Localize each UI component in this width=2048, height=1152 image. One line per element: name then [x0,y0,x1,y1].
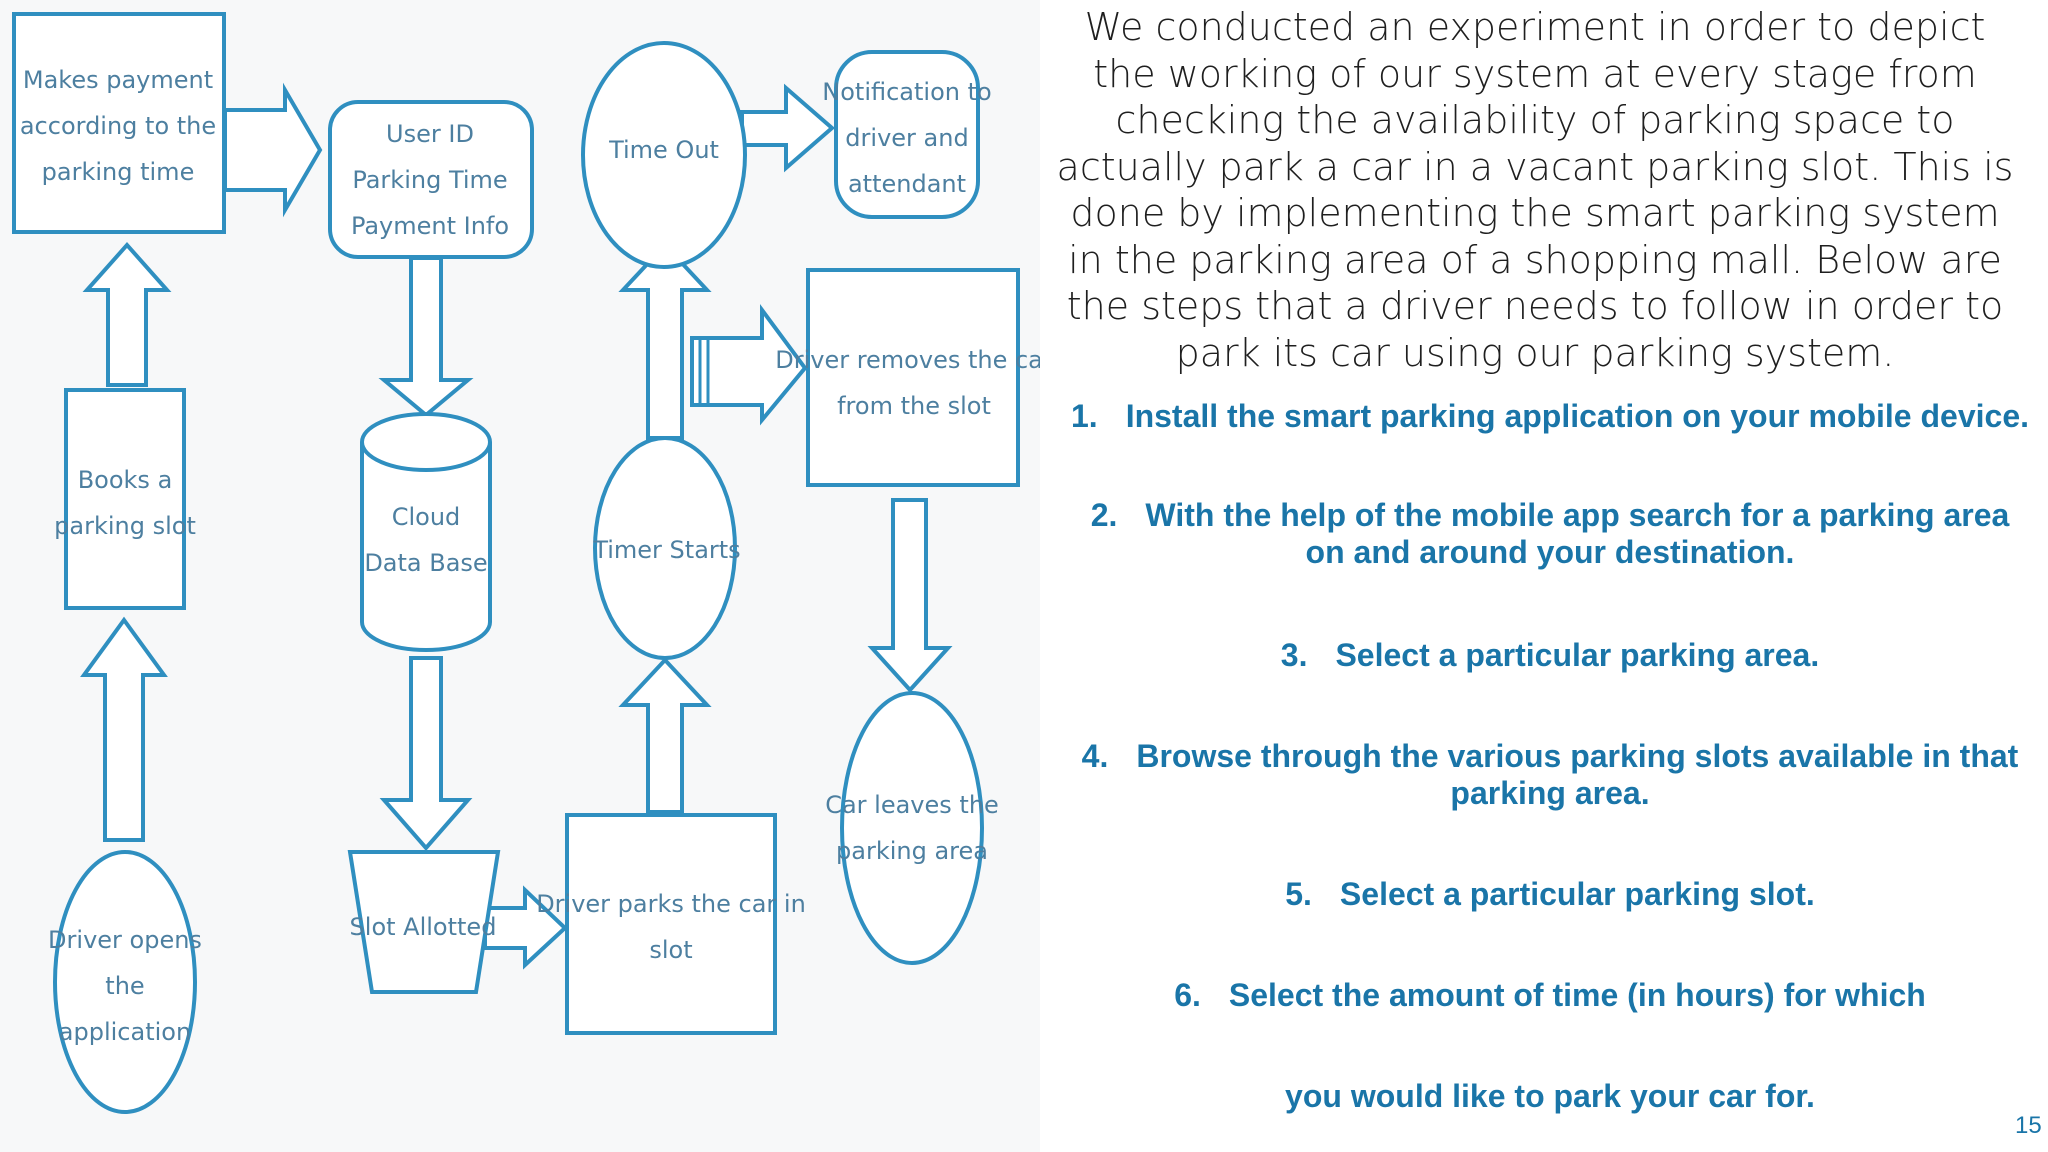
label-driver-opens: Driver opens the application [48,926,202,1046]
label-line: Makes payment [23,66,213,94]
label-books-slot: Books a parking slot [54,466,196,540]
node-user-info [328,100,534,259]
label-car-leaves: Car leaves the parking area [825,791,999,865]
label-line: Slot Allotted [350,913,497,941]
step-text: With the help of the mobile app search f… [1145,497,2010,570]
label-driver-parks: Driver parks the car in slot [536,890,806,964]
arrow-opens-to-books [80,616,168,842]
node-cloud-db [360,412,492,652]
label-line: Payment Info [351,212,509,240]
node-timer-starts [593,436,737,660]
step-4: 4. Browse through the various parking slo… [1070,738,2030,812]
label-line: Driver removes the car [775,346,1040,374]
step-text: you would like to park your car for. [1285,1078,1815,1114]
step-number: 5. [1285,876,1312,912]
step-number: 1. [1071,398,1098,434]
step-1: 1. Install the smart parking application … [1055,398,2045,435]
arrow-to-driver-removes [690,303,808,426]
label-user-info: User ID Parking Time Payment Info [351,120,509,240]
cloud-db-top-curve [360,441,492,472]
label-line: the [105,972,144,1000]
label-line: driver and [845,124,968,152]
step-number: 3. [1280,637,1308,673]
label-line: Cloud [392,503,461,531]
label-driver-removes: Driver removes the car from the slot [775,346,1040,420]
label-notification: Notification to driver and attendant [822,78,991,198]
label-line: User ID [386,120,474,148]
label-line: slot [649,936,692,964]
step-number: 2. [1090,497,1118,533]
node-notification [834,50,980,219]
arrow-parks-to-timer [618,657,712,814]
label-line: parking time [42,158,195,186]
label-line: Driver parks the car in [536,890,806,918]
flowchart-panel: Makes payment according to the parking t… [12,12,1040,1114]
label-slot-allotted: Slot Allotted [350,913,497,941]
step-3: 3. Select a particular parking area. [1070,637,2030,674]
label-line: parking area [836,837,988,865]
node-driver-opens [53,850,197,1114]
label-line: Notification to [822,78,991,106]
label-makes-payment: Makes payment according to the parking t… [20,66,216,186]
node-books-slot [64,388,186,610]
step-number: 4. [1081,738,1109,774]
intro-paragraph: We conducted an experiment in order to d… [1056,5,2014,375]
node-time-out [581,41,747,269]
node-car-leaves [840,691,984,965]
arrow-removes-to-leaves [867,498,953,693]
arrow-userinfo-to-db [378,256,474,418]
label-line: from the slot [837,392,991,420]
step-text: Select the amount of time (in hours) for… [1228,977,1926,1013]
arrow-books-to-payment [82,241,172,387]
label-cloud-db: Cloud Data Base [364,503,487,577]
step-6: 6. Select the amount of time (in hours) f… [1070,977,2030,1014]
arrow-db-to-slot [379,656,473,852]
label-line: Books a [78,466,173,494]
node-makes-payment [12,12,226,234]
node-driver-removes [806,268,1020,487]
label-line: according to the [20,112,216,140]
step-text: Select a particular parking area. [1335,637,1820,673]
label-line: Driver opens [48,926,202,954]
label-line: Timer Starts [592,536,740,564]
node-driver-parks [565,813,777,1035]
step-5: 5. Select a particular parking slot. [1070,876,2030,913]
node-slot-allotted [347,850,501,994]
step-number: 6. [1174,977,1201,1013]
step-text: Browse through the various parking slots… [1136,738,2019,811]
label-line: Car leaves the [825,791,999,819]
arrow-timeout-to-notification [740,83,836,173]
step-6-continuation: you would like to park your car for. [1070,1078,2030,1115]
flowchart: Makes payment according to the parking t… [12,12,1040,1114]
arrow-payment-to-userinfo [223,82,323,218]
label-line: attendant [848,170,966,198]
arrow-slot-to-parks [483,885,568,970]
label-line: Data Base [364,549,487,577]
label-line: parking slot [54,512,196,540]
step-text: Select a particular parking slot. [1339,876,1815,912]
step-2: 2. With the help of the mobile app search… [1070,497,2030,571]
label-line: Time Out [608,136,719,164]
arrow-timer-to-timeout [618,242,712,440]
label-line: Parking Time [352,166,507,194]
page-number: 15 [2015,1112,2042,1139]
label-time-out: Time Out [608,136,719,164]
step-text: Install the smart parking application on… [1125,398,2029,434]
label-line: application [59,1018,191,1046]
label-timer-starts: Timer Starts [592,536,740,564]
